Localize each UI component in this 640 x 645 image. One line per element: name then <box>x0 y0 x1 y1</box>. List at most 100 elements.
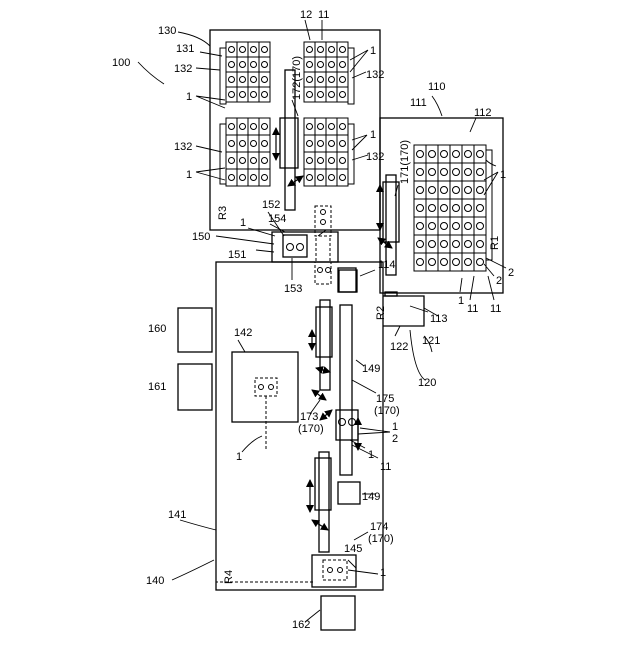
wafer-cell <box>453 241 460 248</box>
wafer-cell <box>340 158 346 164</box>
wafer-cell <box>340 124 346 130</box>
wafer-cell <box>229 92 235 98</box>
wafer-cell <box>453 205 460 212</box>
label-1c: 1 <box>370 45 376 57</box>
wafer-cell <box>465 259 472 266</box>
label-132d: 132 <box>366 151 384 163</box>
unit-161 <box>178 364 212 410</box>
wafer-cell <box>262 158 268 164</box>
wafer-cell <box>307 62 313 68</box>
label-132c: 132 <box>366 69 384 81</box>
wafer-cell <box>441 151 448 158</box>
label-130: 130 <box>158 25 176 37</box>
label-121: 121 <box>422 335 440 347</box>
wafer-cell <box>240 158 246 164</box>
wafer-cell <box>340 92 346 98</box>
wafer-cell <box>262 62 268 68</box>
unit-149-top <box>339 270 357 292</box>
label-r2: R2 <box>375 306 387 320</box>
carrier-top-left <box>226 42 270 102</box>
label-149a: 149 <box>362 363 380 375</box>
carrier-mid-right <box>304 118 348 186</box>
wafer-cell <box>477 223 484 230</box>
label-1e: 1 <box>500 169 506 181</box>
wafer-cell <box>429 205 436 212</box>
wafer-cell <box>429 169 436 176</box>
label-140: 140 <box>146 575 164 587</box>
wafer-cell <box>240 92 246 98</box>
wafer-cell <box>429 151 436 158</box>
wafer-cell <box>465 169 472 176</box>
label-174-sub: (170) <box>368 533 394 545</box>
wafer-cell <box>262 47 268 53</box>
wafer-cell <box>453 223 460 230</box>
unit-162 <box>321 596 355 630</box>
wafer-cell <box>453 187 460 194</box>
wafer-cell <box>307 77 313 83</box>
label-r4: R4 <box>223 570 235 584</box>
wafer-cell <box>441 241 448 248</box>
wafer-cell <box>229 158 235 164</box>
label-173: 173 <box>300 411 318 423</box>
wafer-cell <box>240 62 246 68</box>
label-151: 151 <box>228 249 246 261</box>
label-172: 172(170) <box>291 56 303 100</box>
wafer-cell <box>465 205 472 212</box>
wafer-cell <box>329 175 335 181</box>
wafer-cell <box>307 175 313 181</box>
wafer-cell <box>429 187 436 194</box>
wafer-cell <box>340 62 346 68</box>
label-120: 120 <box>418 377 436 389</box>
wafer-cell <box>429 223 436 230</box>
wafer-cell <box>318 62 324 68</box>
wafer-cell <box>477 241 484 248</box>
wafer-cell <box>229 175 235 181</box>
wafer-cell <box>329 124 335 130</box>
label-162: 162 <box>292 619 310 631</box>
wafer-cell <box>251 141 257 147</box>
wafer-cell <box>318 175 324 181</box>
label-11b: 11 <box>467 303 478 315</box>
label-1a: 1 <box>186 91 192 103</box>
label-175-sub: (170) <box>374 405 400 417</box>
carrier-mid-left <box>226 118 270 186</box>
wafer-cell <box>262 77 268 83</box>
label-114: 114 <box>378 259 396 271</box>
label-152: 152 <box>262 199 280 211</box>
wafer-cell <box>465 223 472 230</box>
unit-142-chamber <box>232 352 298 422</box>
wafer-cell <box>307 158 313 164</box>
wafer-cell <box>340 77 346 83</box>
wafer-cell <box>453 259 460 266</box>
wafer-cell <box>340 175 346 181</box>
wafer-cell <box>441 259 448 266</box>
wafer-cell <box>429 241 436 248</box>
wafer-cell <box>429 259 436 266</box>
wafer-cell <box>453 151 460 158</box>
unit-120-stage <box>383 296 424 326</box>
label-1d: 1 <box>370 129 376 141</box>
wafer-cell <box>318 124 324 130</box>
label-131: 131 <box>176 43 194 55</box>
wafer-cell <box>465 151 472 158</box>
label-11d: 11 <box>380 461 391 473</box>
wafer-cell <box>251 175 257 181</box>
wafer-cell <box>441 223 448 230</box>
wafer-cell <box>477 259 484 266</box>
label-2c: 2 <box>392 433 398 445</box>
label-1g: 1 <box>240 217 246 229</box>
wafer-cell <box>441 187 448 194</box>
wafer-cell <box>240 77 246 83</box>
carrier-bracket <box>348 48 354 104</box>
wafer-cell <box>465 187 472 194</box>
label-150: 150 <box>192 231 210 243</box>
wafer-cell <box>477 187 484 194</box>
label-1k: 1 <box>380 567 386 579</box>
label-11c: 11 <box>490 303 501 315</box>
wafer-cell <box>251 77 257 83</box>
wafer-cell <box>251 47 257 53</box>
wafer-cell <box>340 47 346 53</box>
wafer-cell <box>307 92 313 98</box>
